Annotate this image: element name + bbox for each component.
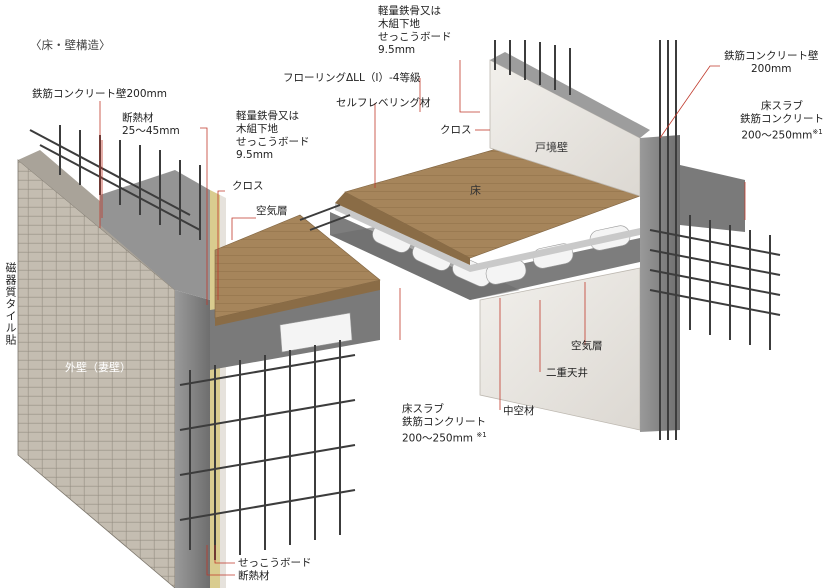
right-slab-end bbox=[680, 165, 745, 232]
left-wall-upper bbox=[100, 170, 210, 300]
label-flooring: フローリングΔLL（Ⅰ）-4等級 bbox=[283, 72, 421, 84]
label-slab-center: 床スラブ 鉄筋コンクリート 200〜250mm ※1 bbox=[402, 403, 487, 446]
left-assembly bbox=[17, 125, 381, 588]
label-partition-wall: 戸境壁 bbox=[535, 141, 568, 154]
label-slab-right-note: ※1 bbox=[812, 128, 823, 136]
label-cloth-right: クロス bbox=[440, 124, 472, 136]
label-self-leveling: セルフレベリング材 bbox=[336, 97, 431, 109]
label-slab-right-size: 200〜250mm bbox=[741, 129, 813, 142]
label-concrete-wall-right: 鉄筋コンクリート壁 200mm bbox=[724, 50, 819, 75]
label-double-ceiling: 二重天井 bbox=[546, 367, 588, 379]
label-gypsum-bottom: せっこうボード bbox=[238, 557, 312, 569]
label-slab-right-line2: 鉄筋コンクリート bbox=[740, 113, 824, 125]
diagram-title: 〈床・壁構造〉 bbox=[30, 38, 111, 52]
floor-edge-left bbox=[215, 280, 380, 326]
right-slab-concrete bbox=[330, 212, 640, 300]
label-concrete-wall-left: 鉄筋コンクリート壁200mm bbox=[32, 88, 167, 100]
left-hollow-tube bbox=[279, 312, 353, 353]
label-floor: 床 bbox=[470, 184, 481, 197]
label-slab-right-line3: 200〜250mm※1 bbox=[740, 126, 824, 143]
leader-lines bbox=[99, 60, 746, 576]
label-air-layer-right: 空気層 bbox=[571, 340, 603, 352]
floor-edge-right bbox=[335, 192, 470, 265]
label-slab-right-line1: 床スラブ bbox=[761, 100, 803, 112]
label-air-layer-left: 空気層 bbox=[256, 205, 288, 217]
self-leveling-layer bbox=[335, 203, 640, 272]
label-slab-center-line3: 200〜250mm ※1 bbox=[402, 429, 487, 446]
label-lgs-left: 軽量鉄骨又は 木組下地 せっこうボード 9.5mm bbox=[236, 110, 310, 161]
label-outer-wall: 外壁（妻壁） bbox=[65, 361, 131, 374]
label-insulation-top: 断熱材 25〜45mm bbox=[122, 112, 180, 137]
label-slab-center-line1: 床スラブ bbox=[402, 403, 444, 415]
label-tile: 磁器質タイル貼 bbox=[4, 262, 17, 346]
label-cloth-left: クロス bbox=[232, 180, 264, 192]
label-slab-center-note: ※1 bbox=[476, 431, 487, 439]
rebar-left bbox=[29, 125, 356, 560]
right-assembly bbox=[330, 40, 781, 440]
label-lgs-top: 軽量鉄骨又は 木組下地 せっこうボード 9.5mm bbox=[378, 5, 452, 56]
label-hollow-material: 中空材 bbox=[503, 405, 535, 417]
label-insulation-bottom: 断熱材 bbox=[238, 570, 270, 582]
left-concrete-wall bbox=[175, 290, 210, 588]
label-slab-right: 床スラブ 鉄筋コンクリート 200〜250mm※1 bbox=[740, 100, 824, 143]
label-slab-center-size: 200〜250mm bbox=[402, 432, 474, 445]
outer-tile-wall bbox=[17, 159, 176, 588]
label-slab-center-line2: 鉄筋コンクリート bbox=[402, 416, 486, 428]
rebar-right bbox=[494, 40, 781, 440]
